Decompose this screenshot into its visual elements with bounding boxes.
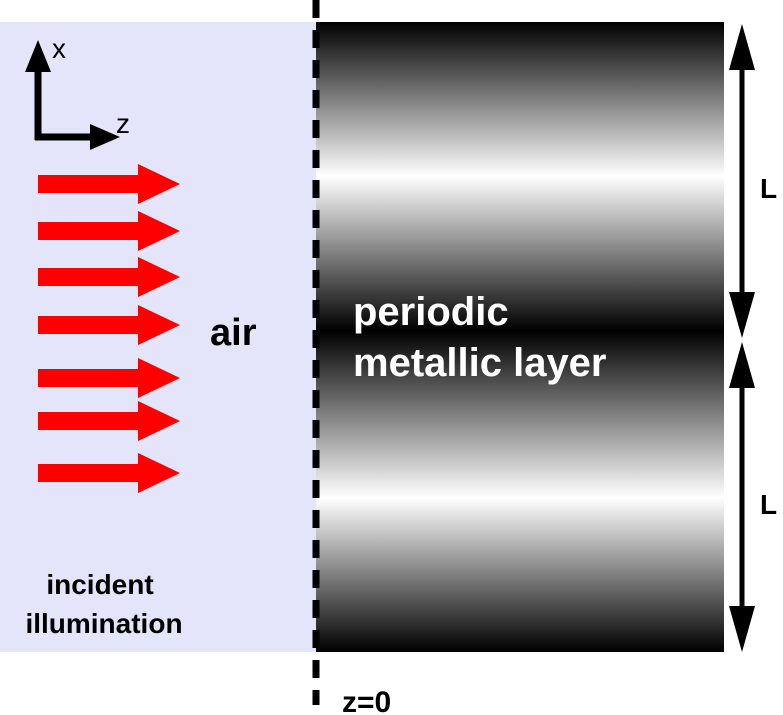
period-arrow-bottom-head-up bbox=[729, 342, 755, 388]
illumination-label-line2: illumination bbox=[25, 608, 182, 639]
illumination-arrow bbox=[38, 453, 180, 493]
layer-label-line2: metallic layer bbox=[353, 341, 607, 385]
z-axis-label: z bbox=[116, 108, 130, 139]
period-arrow-top-head-up bbox=[729, 24, 755, 70]
x-axis-arrowhead bbox=[25, 40, 51, 72]
air-region bbox=[0, 22, 318, 652]
interface-label: z=0 bbox=[342, 686, 391, 715]
coordinate-axes: x z bbox=[25, 33, 130, 150]
illumination-arrow bbox=[38, 257, 180, 297]
illumination-arrow bbox=[38, 164, 180, 204]
period-label-top: L bbox=[760, 173, 777, 204]
illumination-arrow bbox=[38, 401, 180, 441]
illumination-arrow bbox=[38, 358, 180, 398]
illumination-arrow bbox=[38, 305, 180, 345]
illumination-label-line1: incident bbox=[46, 569, 153, 600]
period-arrows: L L bbox=[729, 24, 777, 652]
period-arrow-bottom-head-down bbox=[729, 606, 755, 652]
illumination-arrow bbox=[38, 211, 180, 251]
z-axis-arrowhead bbox=[90, 124, 120, 150]
period-label-bottom: L bbox=[760, 489, 777, 520]
illumination-arrows bbox=[38, 164, 180, 493]
air-label: air bbox=[210, 312, 257, 354]
x-axis-label: x bbox=[52, 33, 66, 64]
layer-label-line1: periodic bbox=[353, 290, 509, 334]
period-arrow-top-head-down bbox=[729, 292, 755, 338]
metallic-layer bbox=[316, 22, 724, 652]
